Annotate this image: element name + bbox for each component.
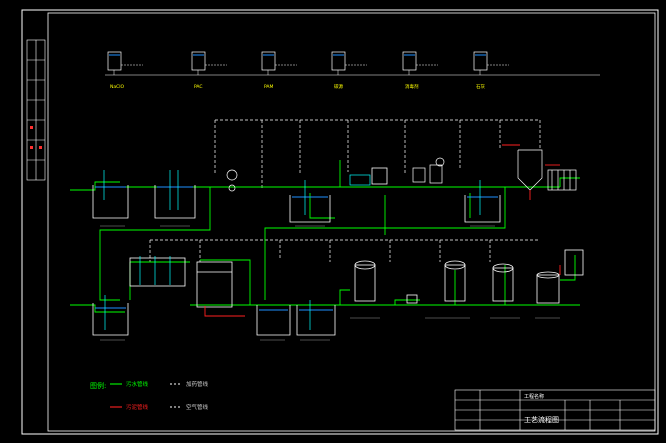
dosing-unit: NaClO <box>107 51 143 90</box>
dosing-label: 碳源 <box>334 83 343 90</box>
dosing-label: PAM <box>264 84 274 90</box>
dosing-tank <box>331 51 346 71</box>
inner-frame <box>47 12 656 432</box>
dosing-unit: 石灰 <box>473 51 509 90</box>
legend-label: 污泥管线 <box>126 403 149 411</box>
dosing-tank <box>402 51 417 71</box>
dosing-label: 石灰 <box>476 83 485 90</box>
lower-water-levels <box>95 307 333 311</box>
dosing-label: PAC <box>194 84 203 90</box>
upper-equipment <box>103 170 481 215</box>
dosing-tank <box>473 51 488 71</box>
upper-sewage-line <box>70 160 580 301</box>
lower-sewage-line <box>70 255 580 313</box>
legend-title: 图例: <box>90 381 106 390</box>
chemical-dosing-row: NaClO PAC PAM 碳源 消毒剂 石灰 <box>107 51 509 90</box>
lower-equipment <box>104 256 311 330</box>
annotation-ticks <box>100 225 560 341</box>
legend-label: 空气管线 <box>186 403 209 411</box>
upper-tanks <box>92 167 501 223</box>
binding-marks <box>30 126 42 149</box>
lower-sludge-line <box>204 265 561 317</box>
dosing-unit: PAM <box>261 51 297 90</box>
upper-sludge-line <box>502 144 560 200</box>
title-block-project: 工程名称 <box>524 393 544 400</box>
drawing-title: 工艺流程图 <box>524 415 559 424</box>
title-block <box>454 389 656 431</box>
dosing-tank <box>261 51 276 71</box>
outer-frame <box>21 9 659 435</box>
lower-tanks <box>92 249 584 336</box>
upper-right-equipment <box>226 149 577 192</box>
legend-label: 污水管线 <box>126 380 149 388</box>
air-pipeline-headers <box>149 119 541 262</box>
dosing-unit: PAC <box>191 51 227 90</box>
dosing-tank <box>191 51 206 71</box>
dosing-unit: 碳源 <box>331 51 367 90</box>
upper-water-levels <box>95 186 498 198</box>
dosing-tank <box>107 51 122 71</box>
dosing-label: NaClO <box>110 84 125 90</box>
legend-label: 加药管线 <box>186 380 209 388</box>
dosing-label: 消毒剂 <box>405 83 419 90</box>
dosing-unit: 消毒剂 <box>402 51 438 90</box>
binding-strip <box>26 39 46 181</box>
